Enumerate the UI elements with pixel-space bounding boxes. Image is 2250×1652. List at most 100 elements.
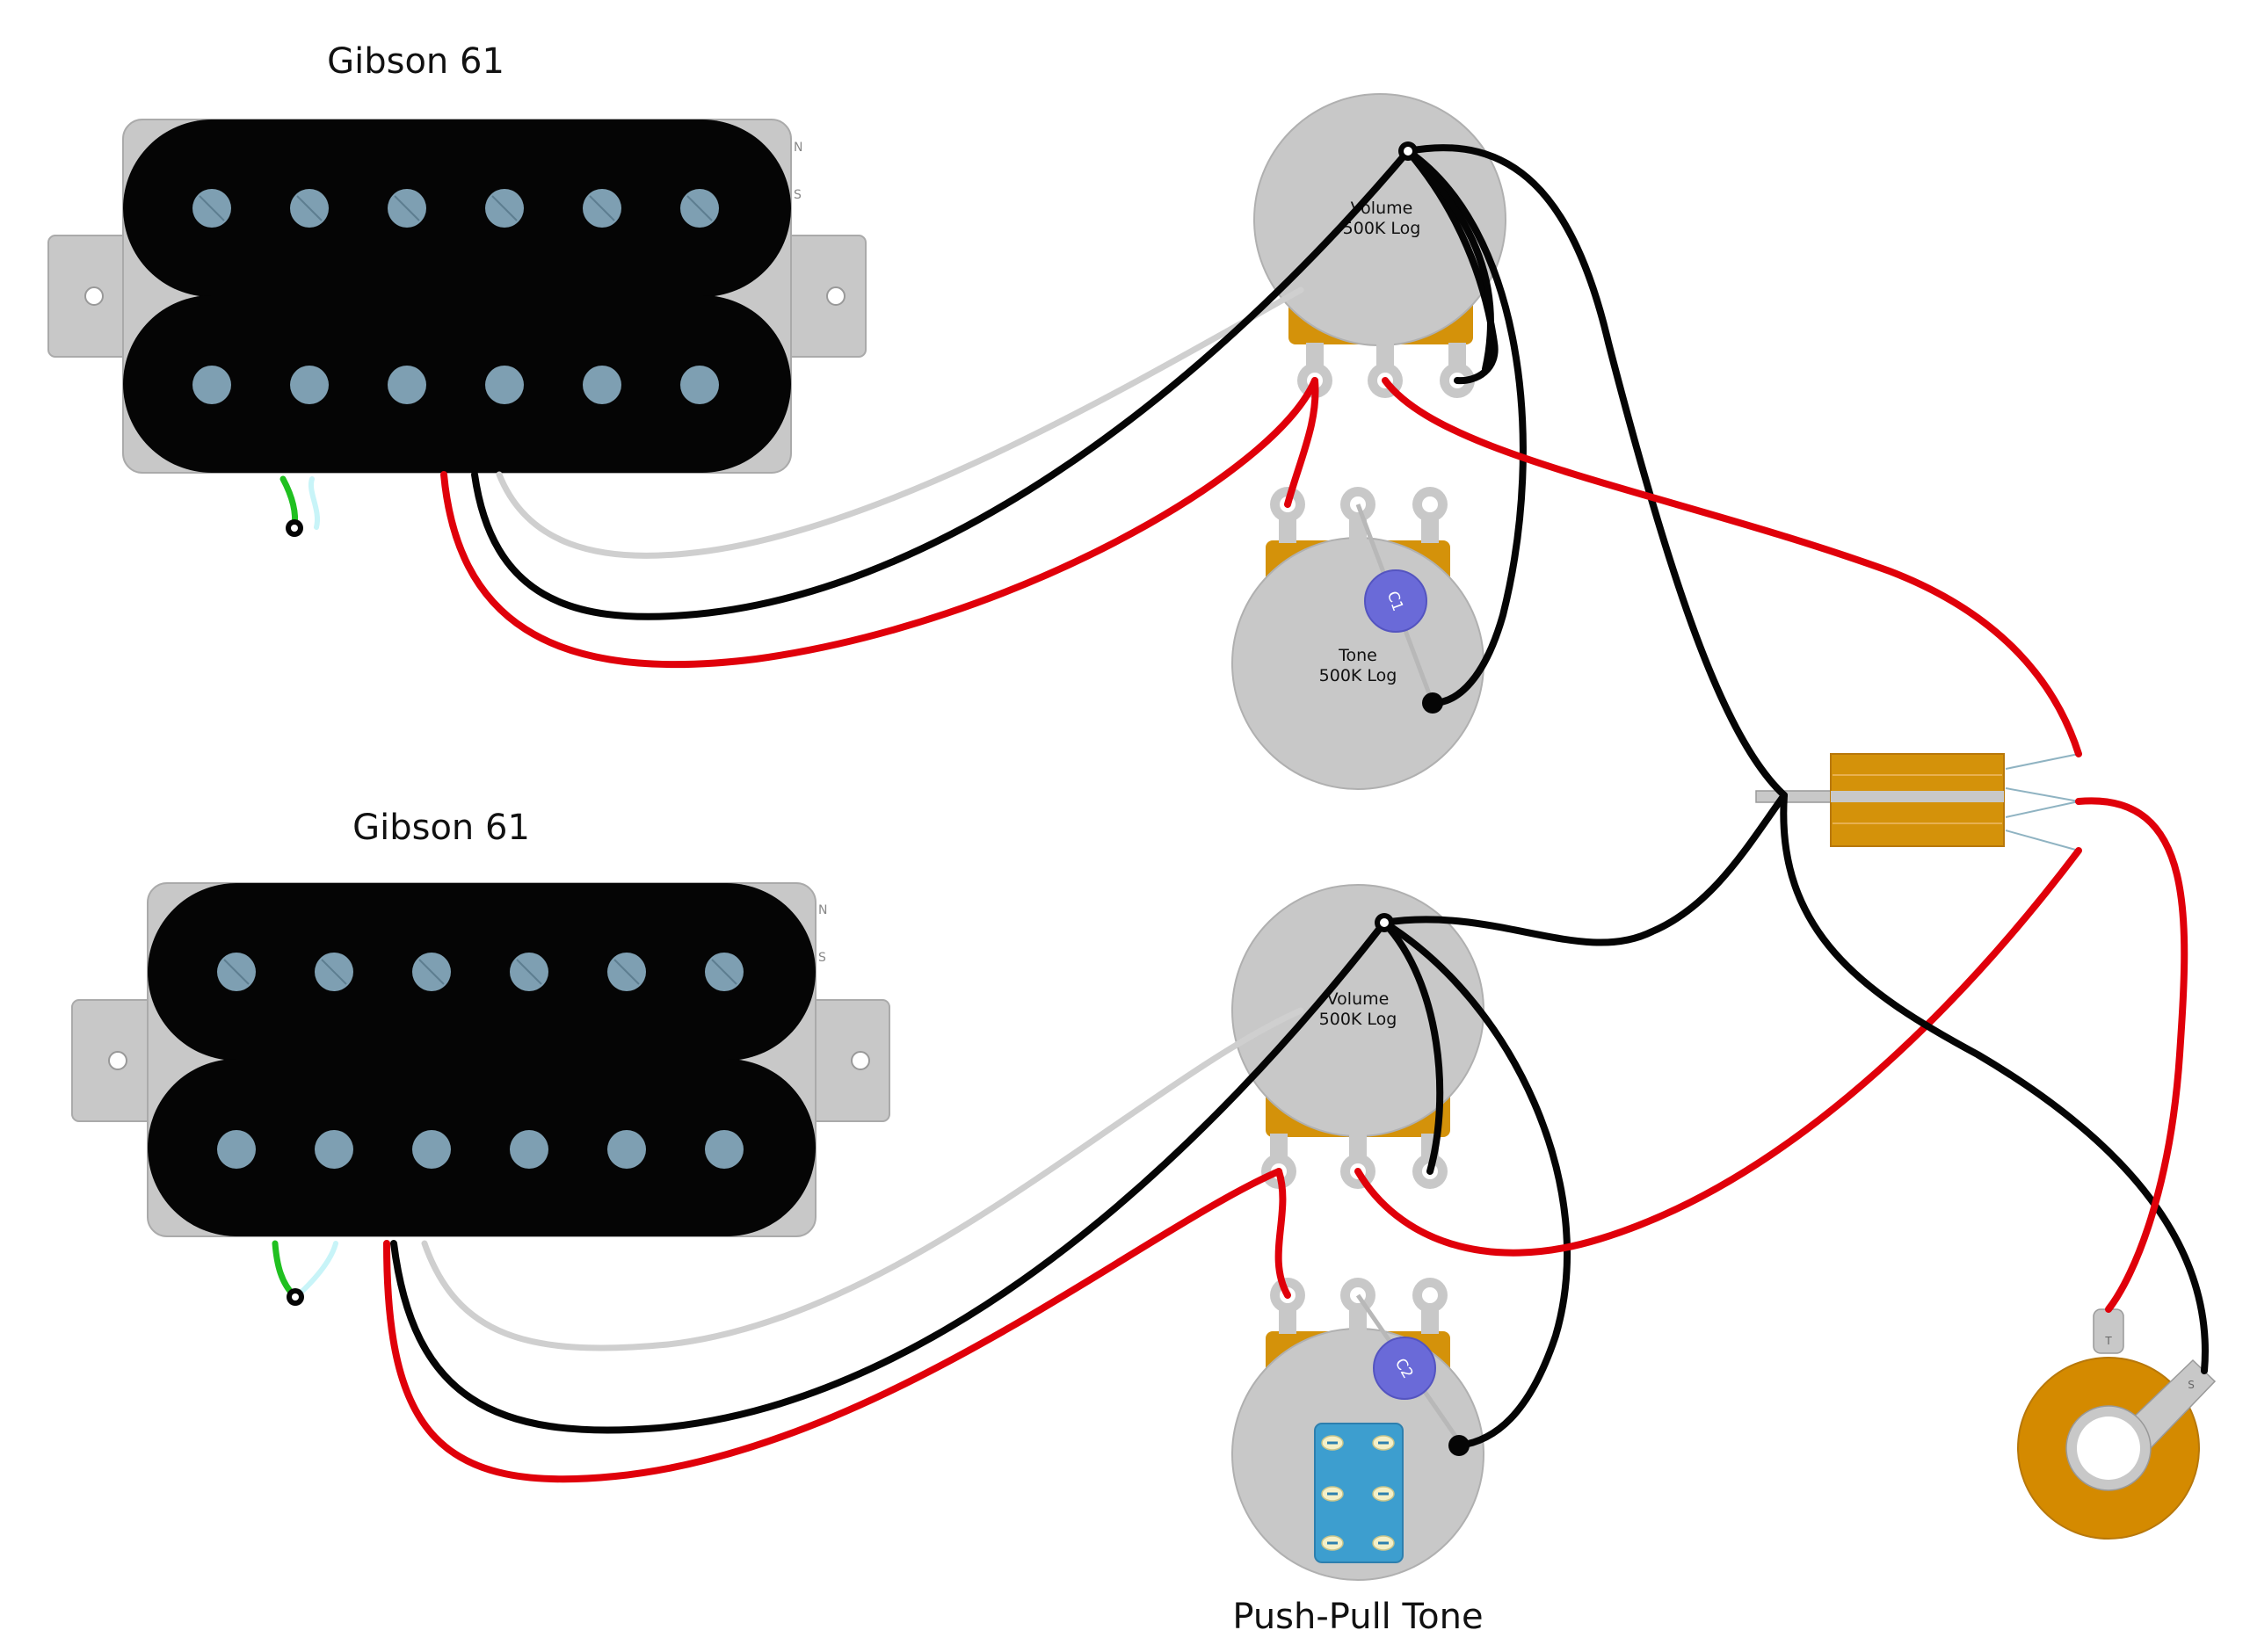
bridge-volume-pot: Volume 500K Log [1231,884,1484,1189]
north-coil-label: N [794,141,802,155]
switch-lug-slot [1327,1492,1338,1496]
wire-terminal-hole [292,1293,299,1301]
lug-hole [1422,496,1438,512]
switch-lug-slot [1378,1441,1389,1445]
neck-vol-ground-jumper-2 [1404,148,1494,373]
ground-solder-hole [1380,918,1389,927]
pole-slug [705,1130,744,1169]
capacitor-body [1373,1337,1436,1400]
pole-screw-slot [321,959,347,985]
pole-slugs [192,366,719,404]
pole-screw-slot [223,959,250,985]
bridge-bare-wire [272,1240,298,1300]
bridge-pickup-title: Gibson 61 [352,808,530,848]
ground-solder-point [1422,692,1443,714]
push-pull-tone-pot: Push-Pull Tone [1231,1278,1484,1637]
pole-screws [217,953,744,991]
south-coil-label: S [818,951,826,965]
bridge-pickup: Gibson 61 N S [71,808,890,1237]
bridge-vol-ground-jumper [1381,919,1444,1175]
pole-screws [192,189,719,228]
neck-shield-wire [308,476,321,530]
pole-slug [485,366,524,404]
switch-to-jack-tip-hot [2075,797,2188,1313]
mount-screw-hole [826,286,846,306]
pole-slug [388,366,426,404]
neck-vol-to-tone-jumper [1284,377,1319,508]
pole-screw-slot [589,195,615,221]
jack-sleeve-label: S [2188,1379,2195,1391]
south-coil-label: S [794,188,802,202]
switch-to-jack-sleeve-ground [1780,792,2209,1374]
pole-slug [680,366,719,404]
neck-coil-wire-white [496,286,1304,559]
pole-screw-slot [711,959,737,985]
pole-screw-slot [613,959,640,985]
capacitor-c2: C2 [1355,1293,1462,1443]
pot-label-line2: 500K Log [1319,666,1397,685]
neck-pickup-north-coil [123,120,791,297]
neck-pickup: Gibson 61 N S [47,41,867,474]
bridge-vol-to-switch-red [1354,847,2082,1257]
mount-screw-hole [108,1051,127,1070]
dpdt-switch [1314,1423,1404,1563]
neck-ground-wire-black [471,148,1412,620]
pole-screw-slot [394,195,420,221]
north-coil-label: N [818,903,827,917]
neck-vol-to-switch-red [1382,377,2082,757]
mount-screw-hole [851,1051,870,1070]
bridge-hot-wire-red [383,1168,1282,1483]
neck-tone-pot: Tone 500K Log [1231,487,1484,790]
bridge-pickup-north-coil [148,883,816,1061]
ground-solder-point [1448,1435,1470,1456]
bridge-to-switch-ground [1381,792,1788,946]
pole-slug [412,1130,451,1169]
capacitor-c1: C1 [1355,504,1435,704]
pole-slug [583,366,621,404]
output-jack: T S [2017,1308,2217,1540]
neck-tone-ground-wire [1404,148,1527,706]
lug-hole [1422,1287,1438,1303]
bridge-pickup-south-coil [148,1059,816,1236]
switch-lugs [1321,1435,1395,1551]
push-pull-tone-caption: Push-Pull Tone [1232,1597,1483,1637]
switch-terminal-lead [2005,787,2079,802]
pole-screw-slot [686,195,713,221]
wire-terminal-hole [291,525,298,532]
bridge-coil-wire-white [421,1007,1304,1351]
capacitor-body [1364,569,1427,633]
jack-hole [2077,1417,2140,1480]
pot-label-line1: Tone [1338,646,1377,665]
switch-lug-slot [1378,1492,1389,1496]
switch-terminal-lead [2005,830,2079,851]
pole-slugs [217,1130,744,1169]
pole-screw-slot [516,959,542,985]
switch-lug-slot [1327,1541,1338,1545]
switch-terminal-lead [2005,801,2079,818]
switch-lug-slot [1327,1441,1338,1445]
pot-label-line2: 500K Log [1343,219,1421,238]
three-way-toggle-switch [1755,753,2079,851]
neck-pickup-title: Gibson 61 [327,41,504,82]
pole-slug [192,366,231,404]
pole-slug [290,366,329,404]
jack-tip-label: T [2104,1335,2112,1347]
bridge-ground-wire-black [390,919,1388,1434]
pole-slug [315,1130,353,1169]
pole-slug [510,1130,548,1169]
neck-to-switch-ground [1404,144,1788,799]
ground-solder-hole [1404,147,1412,156]
switch-lug-slot [1378,1541,1389,1545]
neck-pickup-south-coil [123,295,791,473]
bridge-vol-to-tone-jumper [1274,1168,1291,1299]
pole-slug [607,1130,646,1169]
pole-screw-slot [199,195,225,221]
bridge-tone-ground-wire [1381,919,1571,1449]
neck-volume-pot: Volume 500K Log [1253,93,1506,398]
switch-shaft-inner [1831,791,2004,802]
pole-screw-slot [296,195,323,221]
switch-terminal-lead [2005,753,2079,770]
pot-label-line2: 500K Log [1319,1010,1397,1029]
pole-slug [217,1130,256,1169]
